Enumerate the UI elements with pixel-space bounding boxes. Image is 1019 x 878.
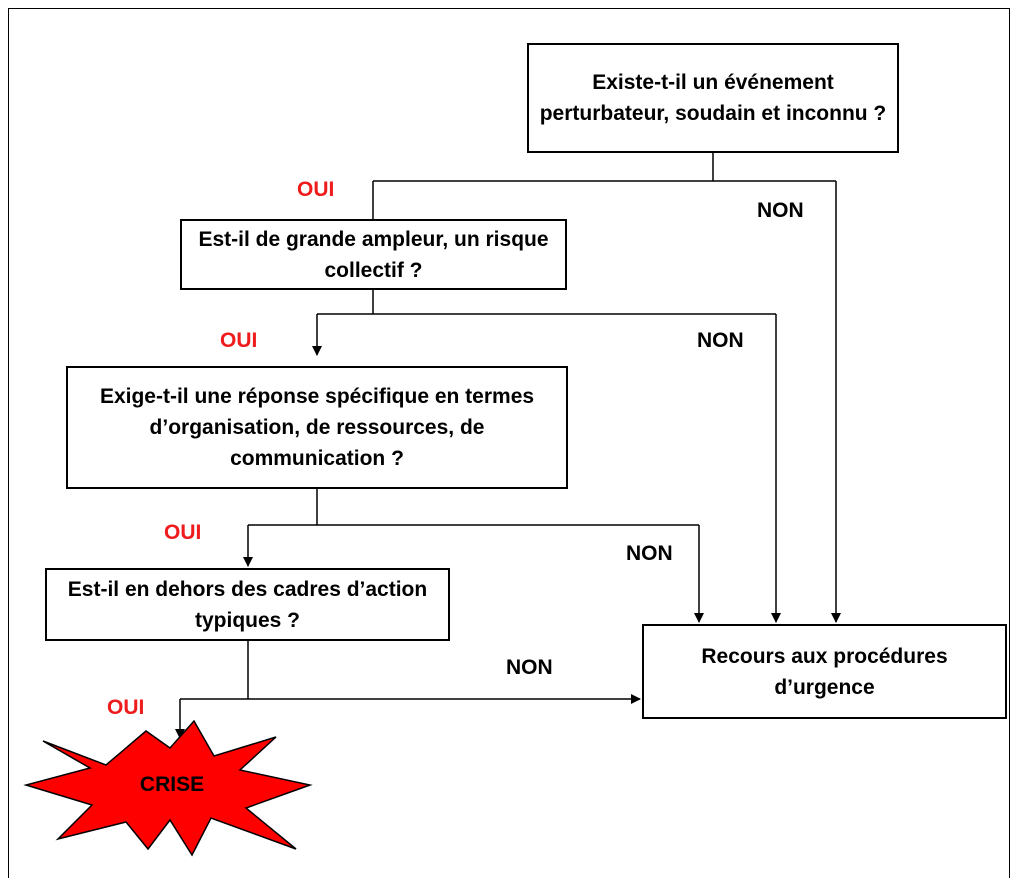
question-3-text: Exige-t-il une réponse spécifique en ter… bbox=[99, 385, 535, 470]
question-box-3: Exige-t-il une réponse spécifique en ter… bbox=[66, 366, 568, 489]
oui-label-4: OUI bbox=[107, 696, 145, 719]
question-box-4: Est-il en dehors des cadres d’action typ… bbox=[45, 568, 450, 641]
question-2-text: Est-il de grande ampleur, un risque coll… bbox=[198, 227, 549, 282]
crisis-burst-shape bbox=[23, 719, 313, 857]
oui-label-3: OUI bbox=[164, 521, 202, 544]
non-label-3: NON bbox=[626, 542, 673, 565]
crisis-label: CRISE bbox=[140, 773, 204, 796]
question-box-1: Existe-t-il un événement perturbateur, s… bbox=[527, 43, 899, 153]
question-4-text: Est-il en dehors des cadres d’action typ… bbox=[67, 577, 428, 632]
diagram-frame bbox=[8, 8, 1010, 878]
outcome-box: Recours aux procédures d’urgence bbox=[642, 624, 1007, 719]
connector-q1-oui bbox=[372, 180, 836, 219]
question-box-2: Est-il de grande ampleur, un risque coll… bbox=[180, 219, 567, 290]
question-1-text: Existe-t-il un événement perturbateur, s… bbox=[539, 71, 887, 125]
outcome-text: Recours aux procédures d’urgence bbox=[701, 644, 948, 699]
oui-label-2: OUI bbox=[220, 329, 258, 352]
non-label-4: NON bbox=[506, 656, 553, 679]
non-label-2: NON bbox=[697, 329, 744, 352]
non-label-1: NON bbox=[757, 199, 804, 222]
oui-label-1: OUI bbox=[297, 178, 335, 201]
